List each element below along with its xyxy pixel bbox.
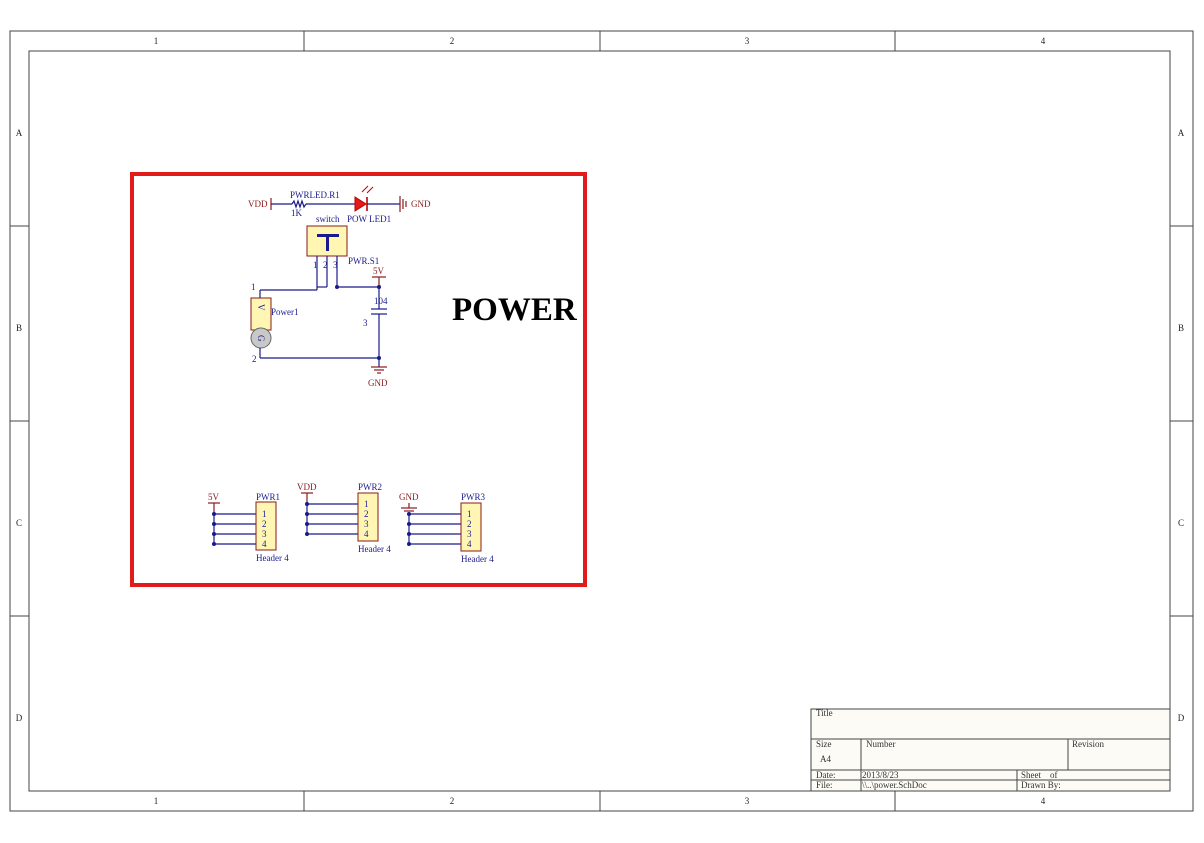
header-pwr2: VDD PWR2 1 2 3 4 Header 4: [297, 482, 391, 554]
switch-pin-2: 2: [323, 260, 328, 270]
header2-pin-3: 3: [364, 519, 369, 529]
cap-gnd-label: GND: [368, 378, 388, 388]
power-block-label: POWER: [452, 292, 578, 328]
sheet-of-label: of: [1050, 770, 1058, 780]
file-label: File:: [816, 780, 833, 790]
led-gnd-label: GND: [411, 199, 431, 209]
zone-col-bottom-3: 3: [745, 796, 750, 806]
resistor-ref: PWRLED.R1: [290, 190, 340, 200]
supply-circuit: 5V 104 3 GND 1 V G Power1 2: [250, 266, 388, 388]
rail-5v-label: 5V: [373, 266, 385, 276]
switch-pin-1: 1: [313, 260, 318, 270]
drawn-by-label: Drawn By:: [1021, 780, 1061, 790]
header1-pin-1: 1: [262, 509, 267, 519]
date-label: Date:: [816, 770, 836, 780]
switch-label: switch: [316, 214, 340, 224]
header2-pin-4: 4: [364, 529, 369, 539]
revision-label: Revision: [1072, 739, 1105, 749]
power-jack-body: [250, 297, 272, 331]
header1-pin-3: 3: [262, 529, 267, 539]
capacitor-pin: 3: [363, 318, 368, 328]
header-pwr3: GND PWR3 1 2 3 4 Header 4: [399, 492, 494, 564]
header2-pin-1: 1: [364, 499, 369, 509]
header3-ref: PWR3: [461, 492, 486, 502]
power-jack-ref: Power1: [271, 307, 299, 317]
number-label: Number: [866, 739, 896, 749]
header1-pin-2: 2: [262, 519, 267, 529]
led-symbol: [354, 196, 367, 212]
led-circuit: VDD PWRLED.R1 1K GND switch POW LED1: [248, 185, 431, 224]
header2-pin-2: 2: [364, 509, 369, 519]
switch-pin-3: 3: [333, 260, 338, 270]
jack-v-label: V: [256, 304, 266, 311]
file-value: \\..\power.SchDoc: [862, 780, 927, 790]
date-value: 2013/8/23: [862, 770, 899, 780]
zone-row-left-b: B: [16, 323, 22, 333]
switch-ref: PWR.S1: [348, 256, 379, 266]
header2-ref: PWR2: [358, 482, 382, 492]
zone-row-right-a: A: [1178, 128, 1185, 138]
header-pwr1: 5V PWR1 1 2 3 4 Header 4: [208, 492, 289, 563]
zone-col-top-4: 4: [1041, 36, 1046, 46]
zone-row-right-c: C: [1178, 518, 1184, 528]
zone-col-bottom-1: 1: [154, 796, 159, 806]
header1-pin-4: 4: [262, 539, 267, 549]
header3-rail: GND: [399, 492, 419, 502]
power-block-highlight: [130, 172, 587, 587]
capacitor-value: 104: [374, 296, 388, 306]
resistor-value: 1K: [291, 208, 303, 218]
led-ref: POW LED1: [347, 214, 391, 224]
header1-type: Header 4: [256, 553, 289, 563]
vdd-label: VDD: [248, 199, 268, 209]
title-label: Title: [816, 708, 833, 718]
zone-col-bottom-4: 4: [1041, 796, 1046, 806]
zone-col-top-3: 3: [745, 36, 750, 46]
header1-ref: PWR1: [256, 492, 280, 502]
sheet-label: Sheet: [1021, 770, 1041, 780]
outer-frame: [9, 30, 1194, 812]
zone-row-left-d: D: [16, 713, 23, 723]
power-switch: 1 2 3 PWR.S1: [306, 225, 379, 287]
jack-g-label: G: [256, 335, 266, 342]
header2-rail: VDD: [297, 482, 317, 492]
header3-pin-1: 1: [467, 509, 472, 519]
zone-row-left-c: C: [16, 518, 22, 528]
size-value: A4: [820, 754, 831, 764]
resistor-symbol: [291, 199, 307, 209]
jack-pin-top: 1: [251, 282, 256, 292]
header1-rail: 5V: [208, 492, 220, 502]
inner-frame: [28, 50, 1171, 792]
header2-type: Header 4: [358, 544, 391, 554]
header3-type: Header 4: [461, 554, 494, 564]
zone-col-top-1: 1: [154, 36, 159, 46]
power-jack-ground: [250, 327, 272, 349]
header3-pin-4: 4: [467, 539, 472, 549]
zone-col-top-2: 2: [450, 36, 455, 46]
zone-row-left-a: A: [16, 128, 23, 138]
header3-pin-3: 3: [467, 529, 472, 539]
header3-pin-2: 2: [467, 519, 472, 529]
zone-row-right-b: B: [1178, 323, 1184, 333]
jack-pin-bottom: 2: [252, 354, 257, 364]
zone-row-right-d: D: [1178, 713, 1185, 723]
zone-col-bottom-2: 2: [450, 796, 455, 806]
zone-column-dividers: [10, 31, 1193, 811]
size-label: Size: [816, 739, 832, 749]
title-block: [810, 708, 1171, 792]
